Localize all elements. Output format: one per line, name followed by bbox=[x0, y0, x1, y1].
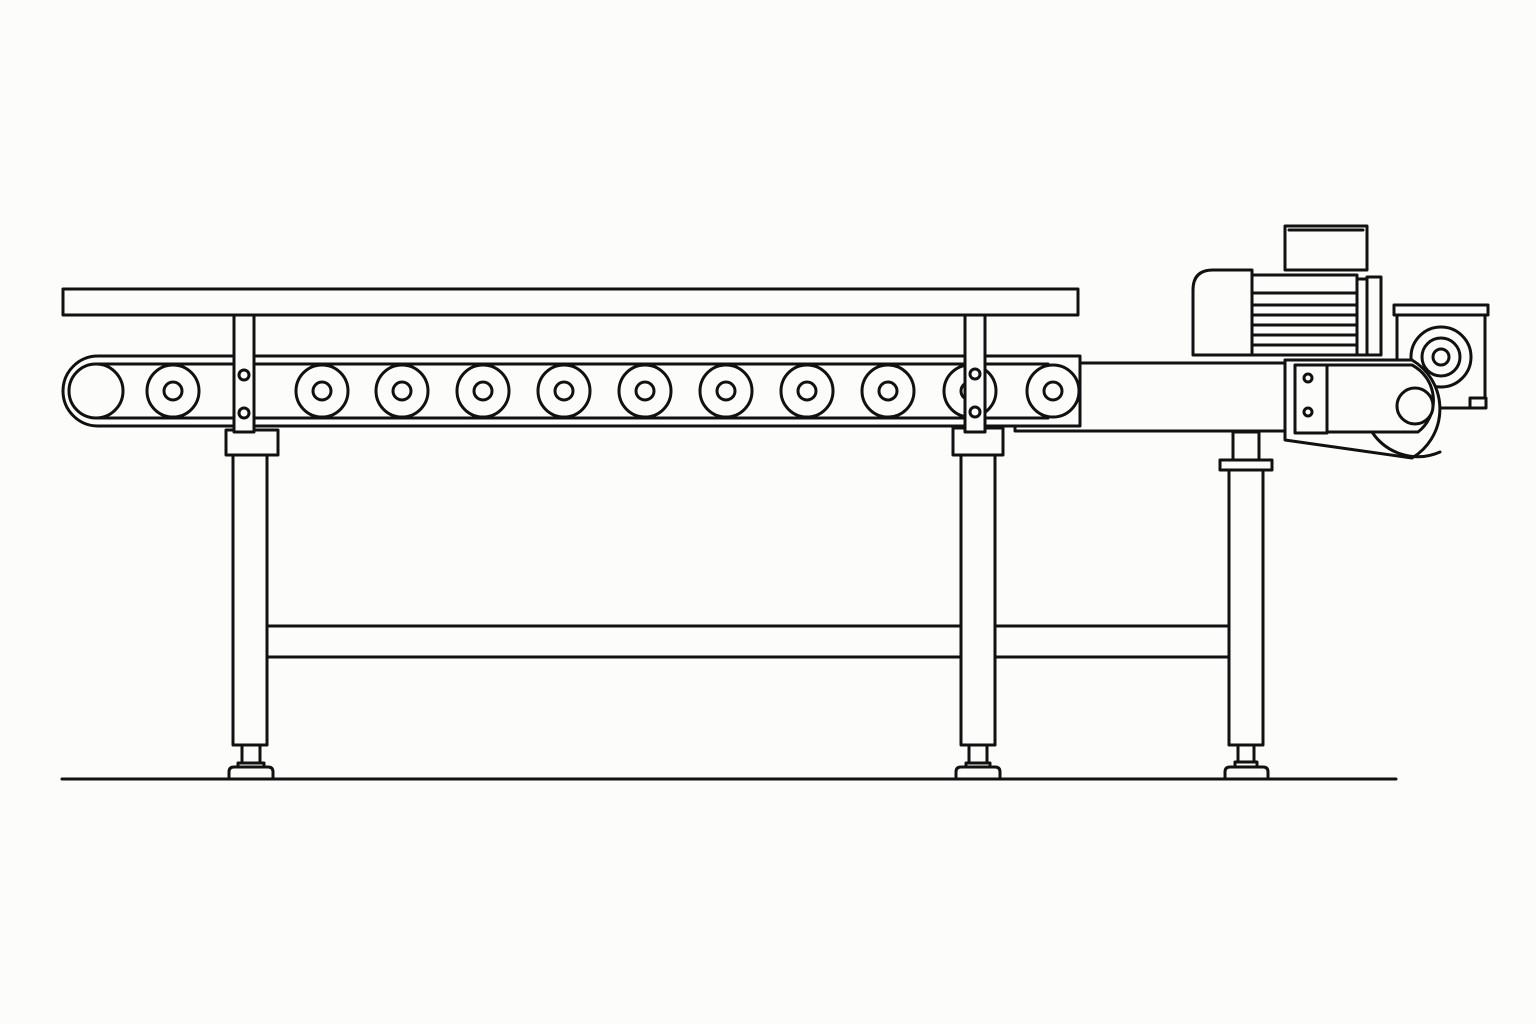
idler-roller bbox=[698, 363, 754, 419]
bolt-icon bbox=[1302, 372, 1314, 384]
idler-roller bbox=[294, 363, 350, 419]
leveling-foot-icon bbox=[1223, 765, 1270, 781]
idler-rollers bbox=[145, 363, 1081, 419]
idler-roller bbox=[860, 363, 916, 419]
drive-pulley bbox=[1395, 386, 1435, 426]
bolt-icon bbox=[237, 406, 251, 420]
hanger-bracket-middle bbox=[963, 313, 987, 434]
bolt-icon bbox=[968, 367, 982, 381]
idler-roller bbox=[536, 363, 592, 419]
leveling-foot-icon bbox=[954, 765, 1002, 781]
bolt-icon bbox=[1302, 406, 1314, 418]
support-leg-right bbox=[1218, 430, 1274, 781]
leveling-foot-icon bbox=[227, 765, 275, 781]
drive-pulley-housing bbox=[1283, 358, 1442, 460]
bolt-icon bbox=[237, 368, 251, 382]
idler-roller bbox=[1025, 363, 1081, 419]
top-plate bbox=[61, 287, 1080, 317]
idler-roller bbox=[779, 363, 835, 419]
idler-roller bbox=[617, 363, 673, 419]
motor-terminal-box bbox=[1283, 224, 1369, 272]
support-leg-left bbox=[224, 428, 280, 781]
idler-roller bbox=[374, 363, 430, 419]
drive-motor bbox=[1191, 224, 1383, 357]
idler-roller bbox=[145, 363, 201, 419]
cross-brace bbox=[265, 624, 1231, 659]
end-pulley bbox=[67, 362, 125, 420]
bolt-icon bbox=[968, 405, 982, 419]
hanger-bracket-left bbox=[232, 313, 256, 434]
support-leg-middle bbox=[951, 426, 1005, 781]
idler-roller bbox=[455, 363, 511, 419]
